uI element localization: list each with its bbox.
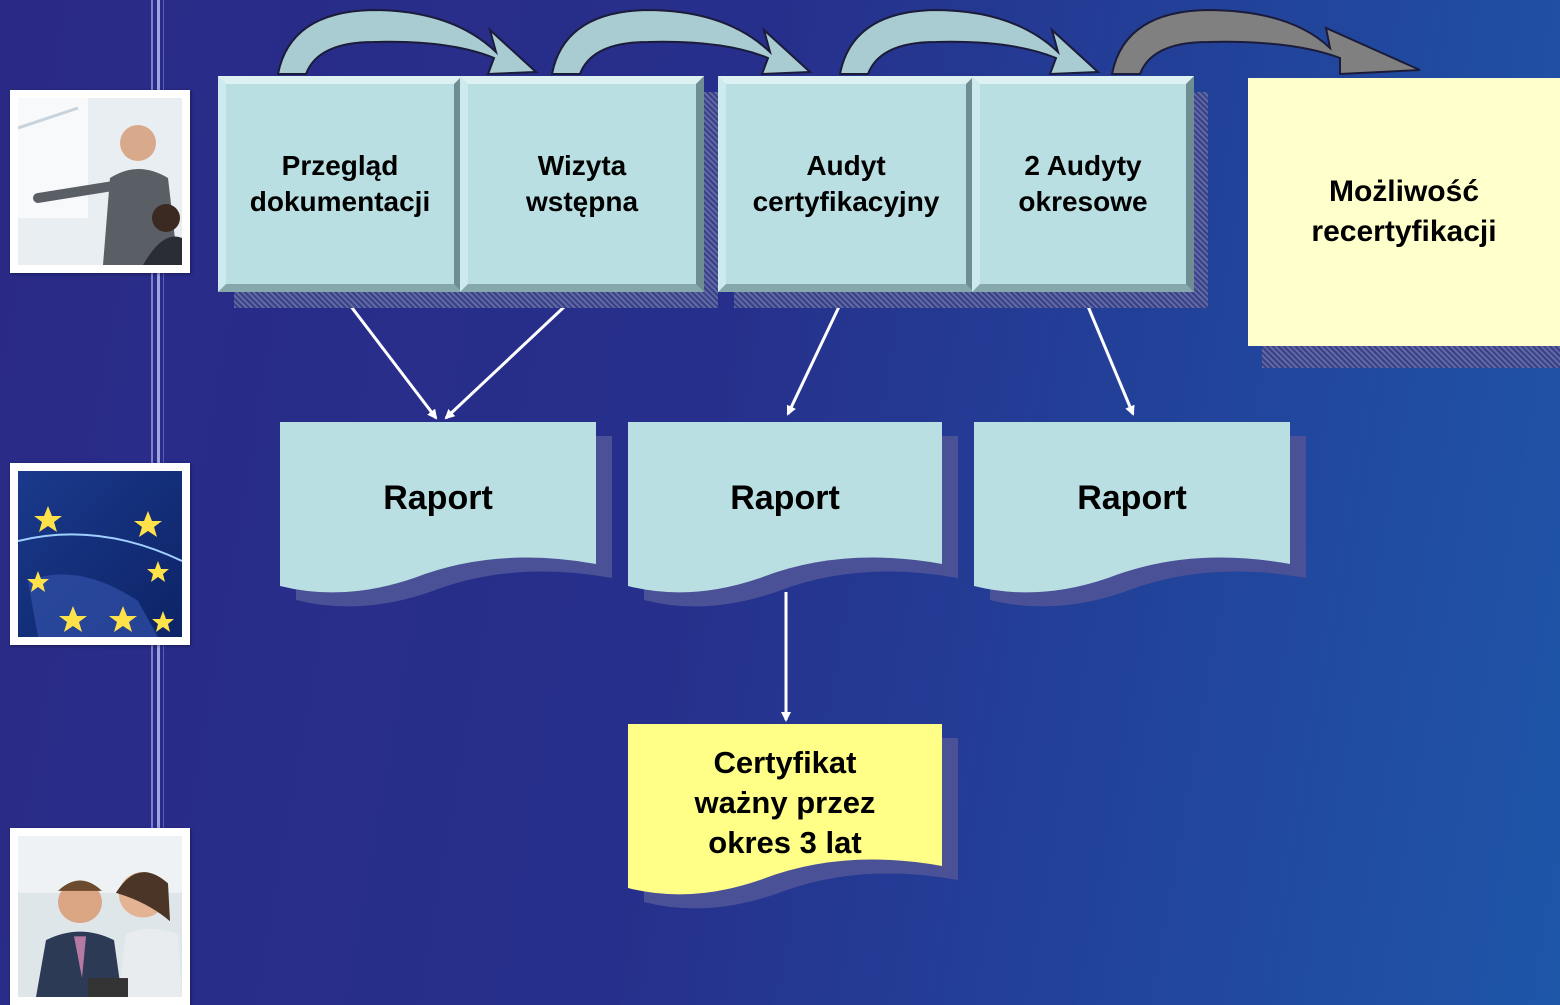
connector-arrow (338, 291, 438, 420)
connector-arrow (1080, 291, 1135, 416)
flow-arrow (276, 8, 539, 76)
step-document-review: Przegląd dokumentacji (218, 76, 462, 292)
step-certification-audit: Audyt certyfikacyjny (718, 76, 974, 292)
step-label: 2 Audyty okresowe (1018, 150, 1148, 217)
report-label: Raport (383, 478, 493, 517)
eu-stars-map-photo (10, 463, 190, 645)
flow-arrow (550, 8, 813, 76)
report-label: Raport (730, 478, 840, 517)
business-people-photo (10, 828, 190, 1005)
flow-arrow-last (1110, 8, 1421, 76)
flow-arrow (838, 8, 1101, 76)
step-periodic-audits: 2 Audyty okresowe (972, 76, 1194, 292)
recertification-label: Możliwość recertyfikacji (1311, 175, 1497, 248)
report-label: Raport (1077, 478, 1187, 517)
step-preliminary-visit: Wizyta wstępna (460, 76, 704, 292)
connector-arrow (444, 290, 582, 420)
presentation-photo (10, 90, 190, 273)
step-label: Przegląd dokumentacji (249, 150, 431, 217)
certificate-label: Certyfikat ważny przez okres 3 lat (694, 745, 876, 860)
connector-arrow (786, 291, 848, 416)
recertification-box: Możliwość recertyfikacji (1248, 78, 1560, 346)
step-label: Wizyta wstępna (525, 150, 639, 217)
step-label: Audyt certyfikacyjny (752, 150, 940, 217)
